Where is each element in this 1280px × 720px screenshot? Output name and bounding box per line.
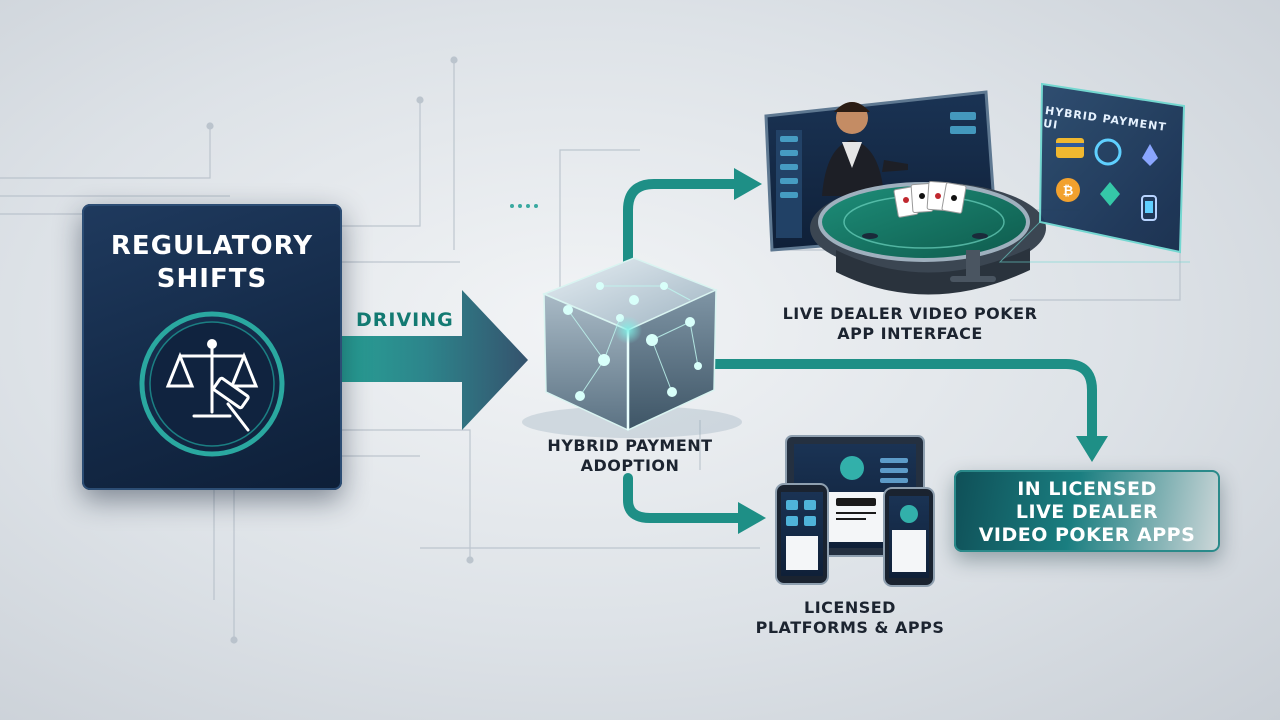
- platforms-label-line-2: PLATFORMS & APPS: [755, 618, 945, 637]
- dealer-icon: [822, 102, 908, 196]
- card-icon: [1056, 138, 1084, 158]
- regulatory-shifts-card: REGULATORY SHIFTS: [82, 204, 342, 490]
- devices-icon: [775, 435, 935, 587]
- connector-arrows: [623, 179, 1097, 523]
- live-dealer-interface-label: LIVE DEALER VIDEO POKER APP INTERFACE: [760, 304, 1060, 344]
- outcome-line-2: LIVE DEALER: [1015, 500, 1159, 523]
- regulatory-shifts-line-1: REGULATORY: [110, 231, 314, 261]
- outcome-line-3: VIDEO POKER APPS: [978, 523, 1196, 546]
- circle-coin-icon: [1094, 138, 1122, 166]
- hub-label-line-1: HYBRID PAYMENT: [547, 436, 713, 455]
- network-cube-icon: [522, 257, 742, 438]
- diamond-coin-icon: [1100, 182, 1120, 206]
- arrow-to-platforms: [623, 473, 747, 523]
- hybrid-payment-adoption-label: HYBRID PAYMENT ADOPTION: [520, 436, 740, 476]
- phone-icon: [1141, 195, 1157, 221]
- arrow-to-live-dealer: [623, 179, 743, 267]
- scales-gavel-icon: [139, 311, 285, 457]
- outcome-line-1: IN LICENSED: [1017, 478, 1157, 500]
- hub-label-line-2: ADOPTION: [580, 456, 680, 475]
- live-dealer-label-line-2: APP INTERFACE: [837, 324, 983, 343]
- driving-arrow: [342, 290, 528, 430]
- cards-icon: [893, 180, 967, 218]
- dotted-accent: [510, 204, 538, 208]
- poker-table-icon: [764, 90, 1046, 295]
- ethereum-icon: [1142, 144, 1158, 166]
- outcome-box: IN LICENSED LIVE DEALER VIDEO POKER APPS: [954, 470, 1220, 552]
- driving-label: DRIVING: [356, 309, 454, 331]
- svg-text:₿: ₿: [1063, 184, 1074, 199]
- licensed-platforms-label: LICENSED PLATFORMS & APPS: [740, 598, 960, 638]
- bitcoin-icon: ₿: [1056, 178, 1080, 202]
- regulatory-shifts-line-2: SHIFTS: [156, 263, 268, 294]
- regulatory-shifts-title: REGULATORY SHIFTS: [82, 230, 342, 295]
- platforms-label-line-1: LICENSED: [804, 598, 896, 617]
- payment-ui-panel: ₿: [998, 82, 1190, 263]
- arrow-heads: [734, 168, 1108, 534]
- arrow-to-outcome: [707, 359, 1097, 445]
- live-dealer-label-line-1: LIVE DEALER VIDEO POKER: [782, 304, 1038, 323]
